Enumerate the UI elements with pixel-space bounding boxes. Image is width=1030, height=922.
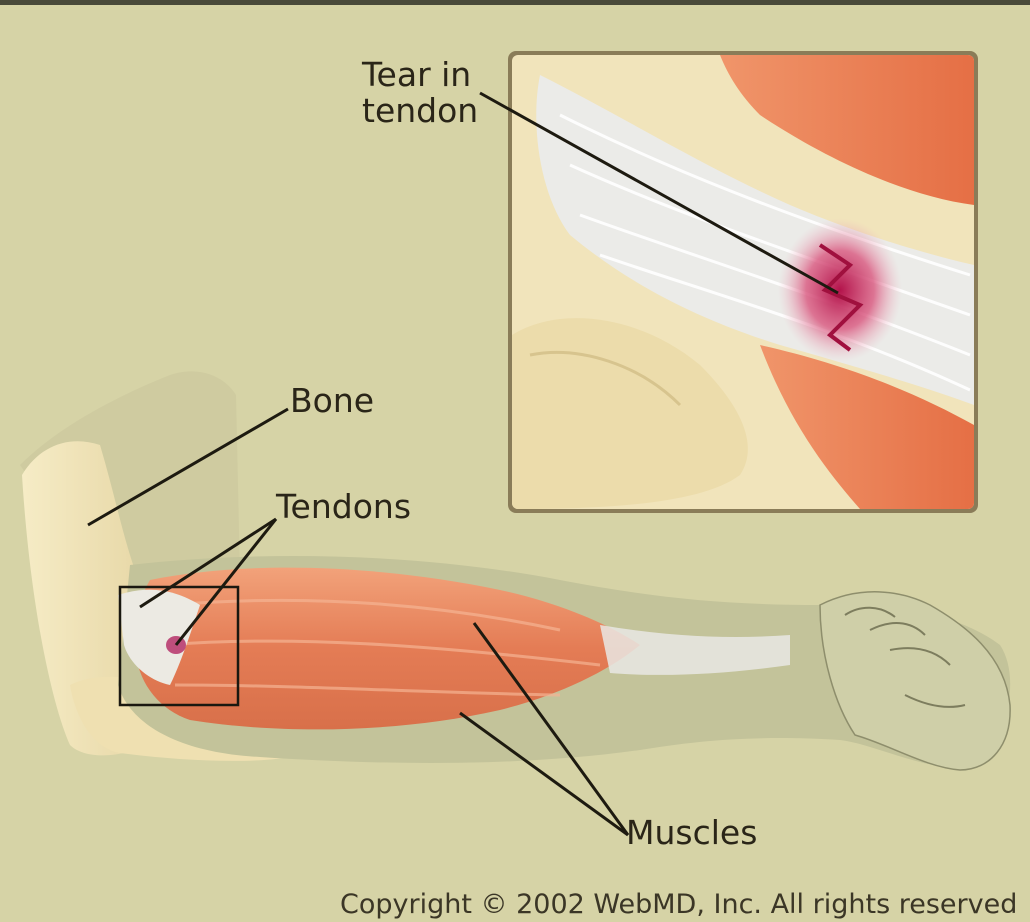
tendons-label: Tendons (276, 489, 411, 525)
tear-label-line2: tendon (362, 93, 478, 129)
arm-artwork (0, 5, 1030, 922)
hand-shape (820, 592, 1010, 770)
bone-label: Bone (290, 383, 374, 419)
tear-label-line1: Tear in (362, 57, 478, 93)
copyright-notice: Copyright © 2002 WebMD, Inc. All rights … (340, 889, 1017, 920)
tear-in-tendon-label: Tear in tendon (362, 57, 478, 128)
muscles-label: Muscles (626, 815, 757, 851)
